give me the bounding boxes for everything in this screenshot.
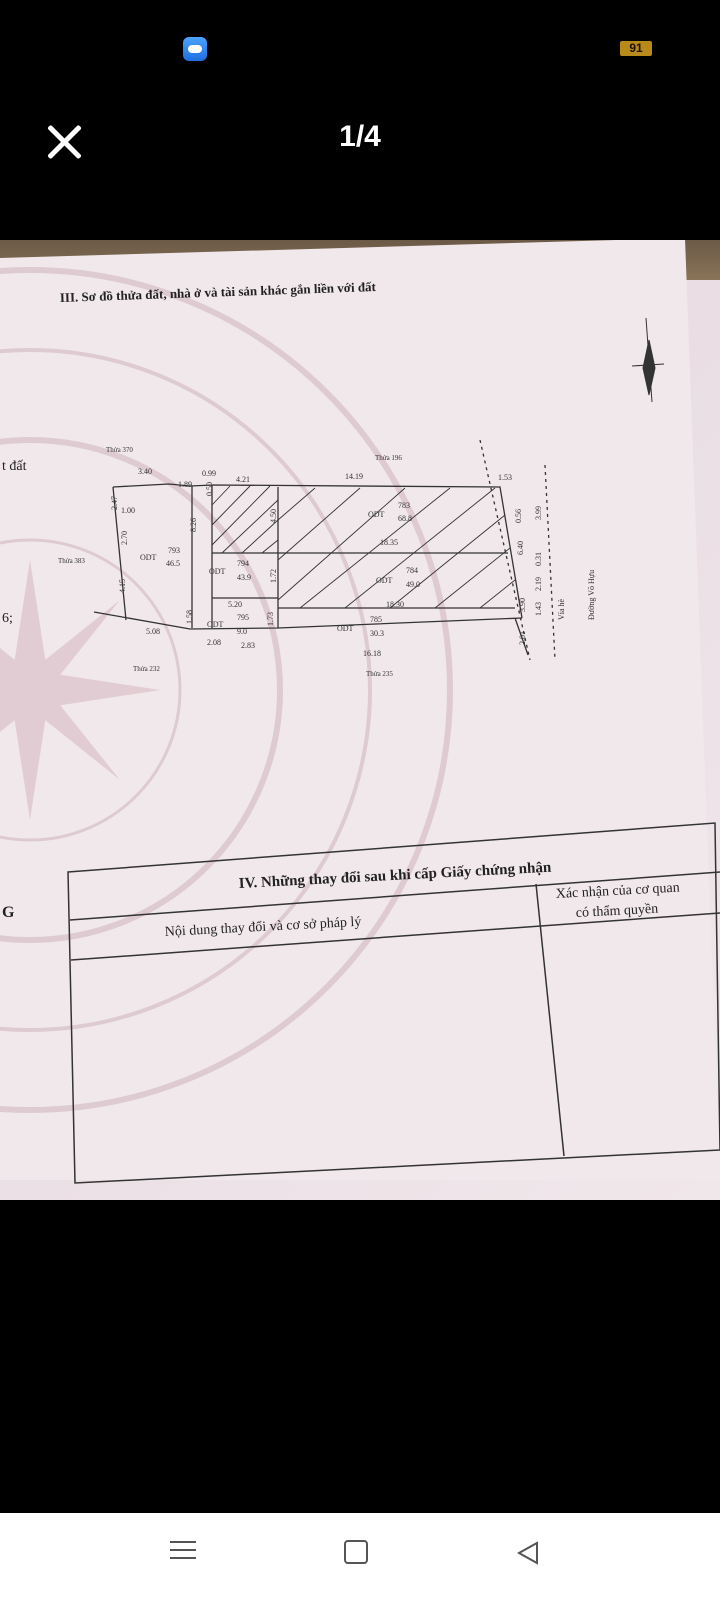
dimension-label: 1.72 [269,569,278,583]
neighbor-label: Thửa 383 [58,557,85,565]
dimension-label: 6.40 [516,541,525,555]
menu-icon[interactable] [170,1537,196,1563]
neighbor-label: Thửa 196 [375,454,402,462]
battery-indicator: 91 [620,41,652,56]
section4-column-approval-1: Xác nhận của cơ quan [555,881,680,902]
lot-area: 68.8 [398,514,412,523]
page-counter: 1/4 [339,120,381,153]
dimension-label: 0.50 [205,482,214,496]
lot-number: 794 [237,559,249,568]
lot-use: ODT [209,567,226,576]
dimension-label: 1.89 [178,480,192,489]
dimension-label: 1.73 [266,612,275,626]
lot-area: 9.0 [237,627,247,636]
lot-use: ODT [140,553,157,562]
home-icon[interactable] [344,1540,368,1564]
lot-area: 30.3 [370,629,384,638]
document-photo[interactable]: III. Sơ đồ thửa đất, nhà ở và tài sản kh… [0,240,720,1200]
dimension-label: 3.99 [534,506,543,520]
dimension-label: 2.01 [518,631,527,645]
neighbor-label: Thửa 235 [366,670,393,678]
dimension-label: 2.47 [110,496,119,510]
north-arrow-icon [631,317,665,403]
back-icon[interactable] [515,1540,541,1566]
dimension-label: 8.26 [189,518,198,532]
dimension-label: 2.19 [534,577,543,591]
lot-number: 793 [168,546,180,555]
road-label: Vỉa hè [557,598,566,620]
dimension-label: 2.08 [207,638,221,647]
dimension-label: 14.19 [345,472,363,481]
edge-text-3: G [2,904,15,921]
dimension-label: 5.08 [146,627,160,636]
weather-app-icon [183,37,207,61]
status-bar: 91 [0,0,720,96]
dimension-label: 1.00 [121,506,135,515]
certificate-page: III. Sơ đồ thửa đất, nhà ở và tài sản kh… [0,240,720,1184]
dimension-label: 3.90 [518,598,527,612]
dimension-label: 1.58 [185,610,194,624]
dimension-label: 5.20 [228,600,242,609]
navigation-bar [0,1513,720,1599]
lot-number: 785 [370,615,382,624]
lot-area: 49.0 [406,580,420,589]
dimension-label: 0.31 [534,552,543,566]
dimension-label: 4.50 [269,509,278,523]
dimension-label: 1.43 [534,602,543,616]
road-label: Đường Võ Hựu [587,570,596,620]
dimension-label: 0.56 [514,509,523,523]
dimension-label: 18.35 [380,538,398,547]
dimension-label: 0.99 [202,469,216,478]
dimension-label: 3.40 [138,467,152,476]
lot-use: ODT [368,510,385,519]
dimension-label: 16.18 [363,649,381,658]
dimension-label: 18.30 [386,600,404,609]
lot-number: 784 [406,566,418,575]
dimension-label: 4.21 [236,475,250,484]
lot-area: 46.5 [166,559,180,568]
lot-use: ODT [207,620,224,629]
edge-text-2: 6; [2,611,13,626]
dimension-label: 1.53 [498,473,512,482]
lot-number: 795 [237,613,249,622]
dimension-label: 2.70 [120,531,129,545]
neighbor-label: Thửa 232 [133,665,160,673]
lot-use: ODT [376,576,393,585]
neighbor-label: Thửa 370 [106,446,133,454]
section4-column-approval-2: có thẩm quyền [575,902,658,921]
lot-number: 783 [398,501,410,510]
dimension-label: 2.83 [241,641,255,650]
lot-area: 43.9 [237,573,251,582]
dimension-label: 4.15 [118,579,127,593]
edge-text-1: t đất [2,459,27,474]
lot-use: ODT [337,624,354,633]
